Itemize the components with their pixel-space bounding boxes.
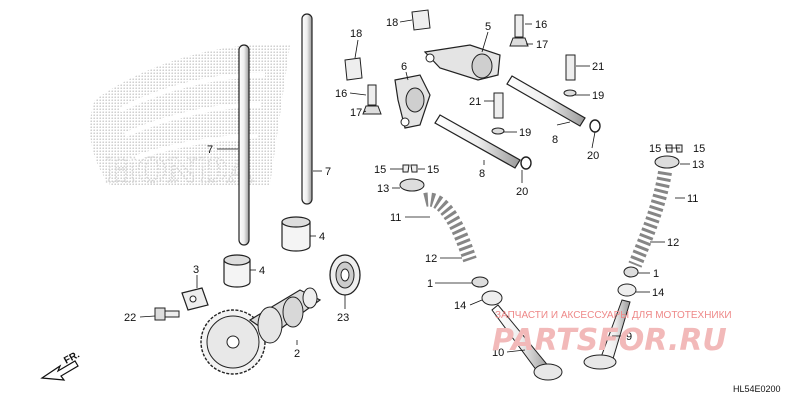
part-label: 20 [587,150,599,162]
part-label: 21 [469,96,481,108]
part-label: 21 [592,61,604,73]
part-label: 1 [653,268,659,280]
drawing-code: HL54E0200 [733,384,781,394]
part-label: 18 [386,17,398,29]
part-label: 4 [319,231,325,243]
pushrod-right [301,13,313,205]
honda-brand-text: HONDA [105,151,254,191]
part-label: 9 [626,331,632,343]
part-label: 2 [294,348,300,360]
part-label: 4 [259,265,265,277]
part-label: 8 [552,134,558,146]
part-label: 11 [390,212,401,224]
bracket-18-lower [344,57,363,81]
part-label: 12 [667,237,679,249]
part-label: 14 [652,287,664,299]
rocker-arm-5 [423,44,501,81]
camshaft-assembly [200,287,322,375]
retainer-plate [181,287,209,311]
watermark-logo: PARTSFOR.RU [492,323,727,358]
adjust-screw-upper [509,14,529,47]
rocker-arm-6 [394,74,431,129]
part-label: 8 [479,168,485,180]
valve-set-right [583,144,683,370]
tappet-upper [281,216,311,252]
honda-wing-watermark: HONDA [90,44,290,192]
part-label: 1 [427,278,433,290]
part-label: 12 [425,253,437,265]
part-label: 17 [350,107,362,119]
bracket-18-upper [411,9,431,31]
part-label: 7 [325,166,331,178]
part-label: 18 [350,28,362,40]
o-ring-20-upper [589,119,601,133]
part-label: 13 [377,183,389,195]
bolt-21-lower [491,92,505,135]
part-label: 15 [374,164,386,176]
part-label: 14 [454,300,466,312]
part-label: 3 [193,264,199,276]
part-label: 19 [592,90,604,102]
valve-set-left [399,164,563,381]
o-ring-20-lower [520,156,532,170]
front-direction-arrow-icon [40,360,79,381]
part-label: 11 [687,193,698,205]
part-label: 23 [337,312,349,324]
part-label: 20 [516,186,528,198]
bolt-22 [154,307,180,321]
part-label: 6 [401,61,407,73]
pushrod-left [238,44,250,246]
rocker-shaft-lower [434,114,521,169]
watermark-tagline: ЗАПЧАСТИ И АКСЕССУАРЫ ДЛЯ МОТОТЕХНИКИ [495,310,732,321]
leader-lines [139,19,690,353]
part-label: 22 [124,312,136,324]
part-label: 10 [492,347,504,359]
part-label: 15 [693,143,705,155]
part-label: 16 [335,88,347,100]
bearing [329,254,361,296]
part-label: 19 [519,127,531,139]
adjust-screw-lower [362,84,382,115]
bolt-21-upper [563,54,577,97]
part-label: 16 [535,19,547,31]
part-labels: 7 7 4 4 3 22 2 23 18 18 5 16 17 6 16 17 … [124,17,705,360]
rocker-shaft-upper [506,75,586,127]
tappet-lower [223,254,251,288]
part-label: 15 [427,164,439,176]
part-label: 15 [649,143,661,155]
direction-label: FR. [62,349,82,366]
part-label: 5 [485,21,491,33]
part-label: 13 [692,159,704,171]
part-label: 7 [207,144,213,156]
part-label: 17 [536,39,548,51]
